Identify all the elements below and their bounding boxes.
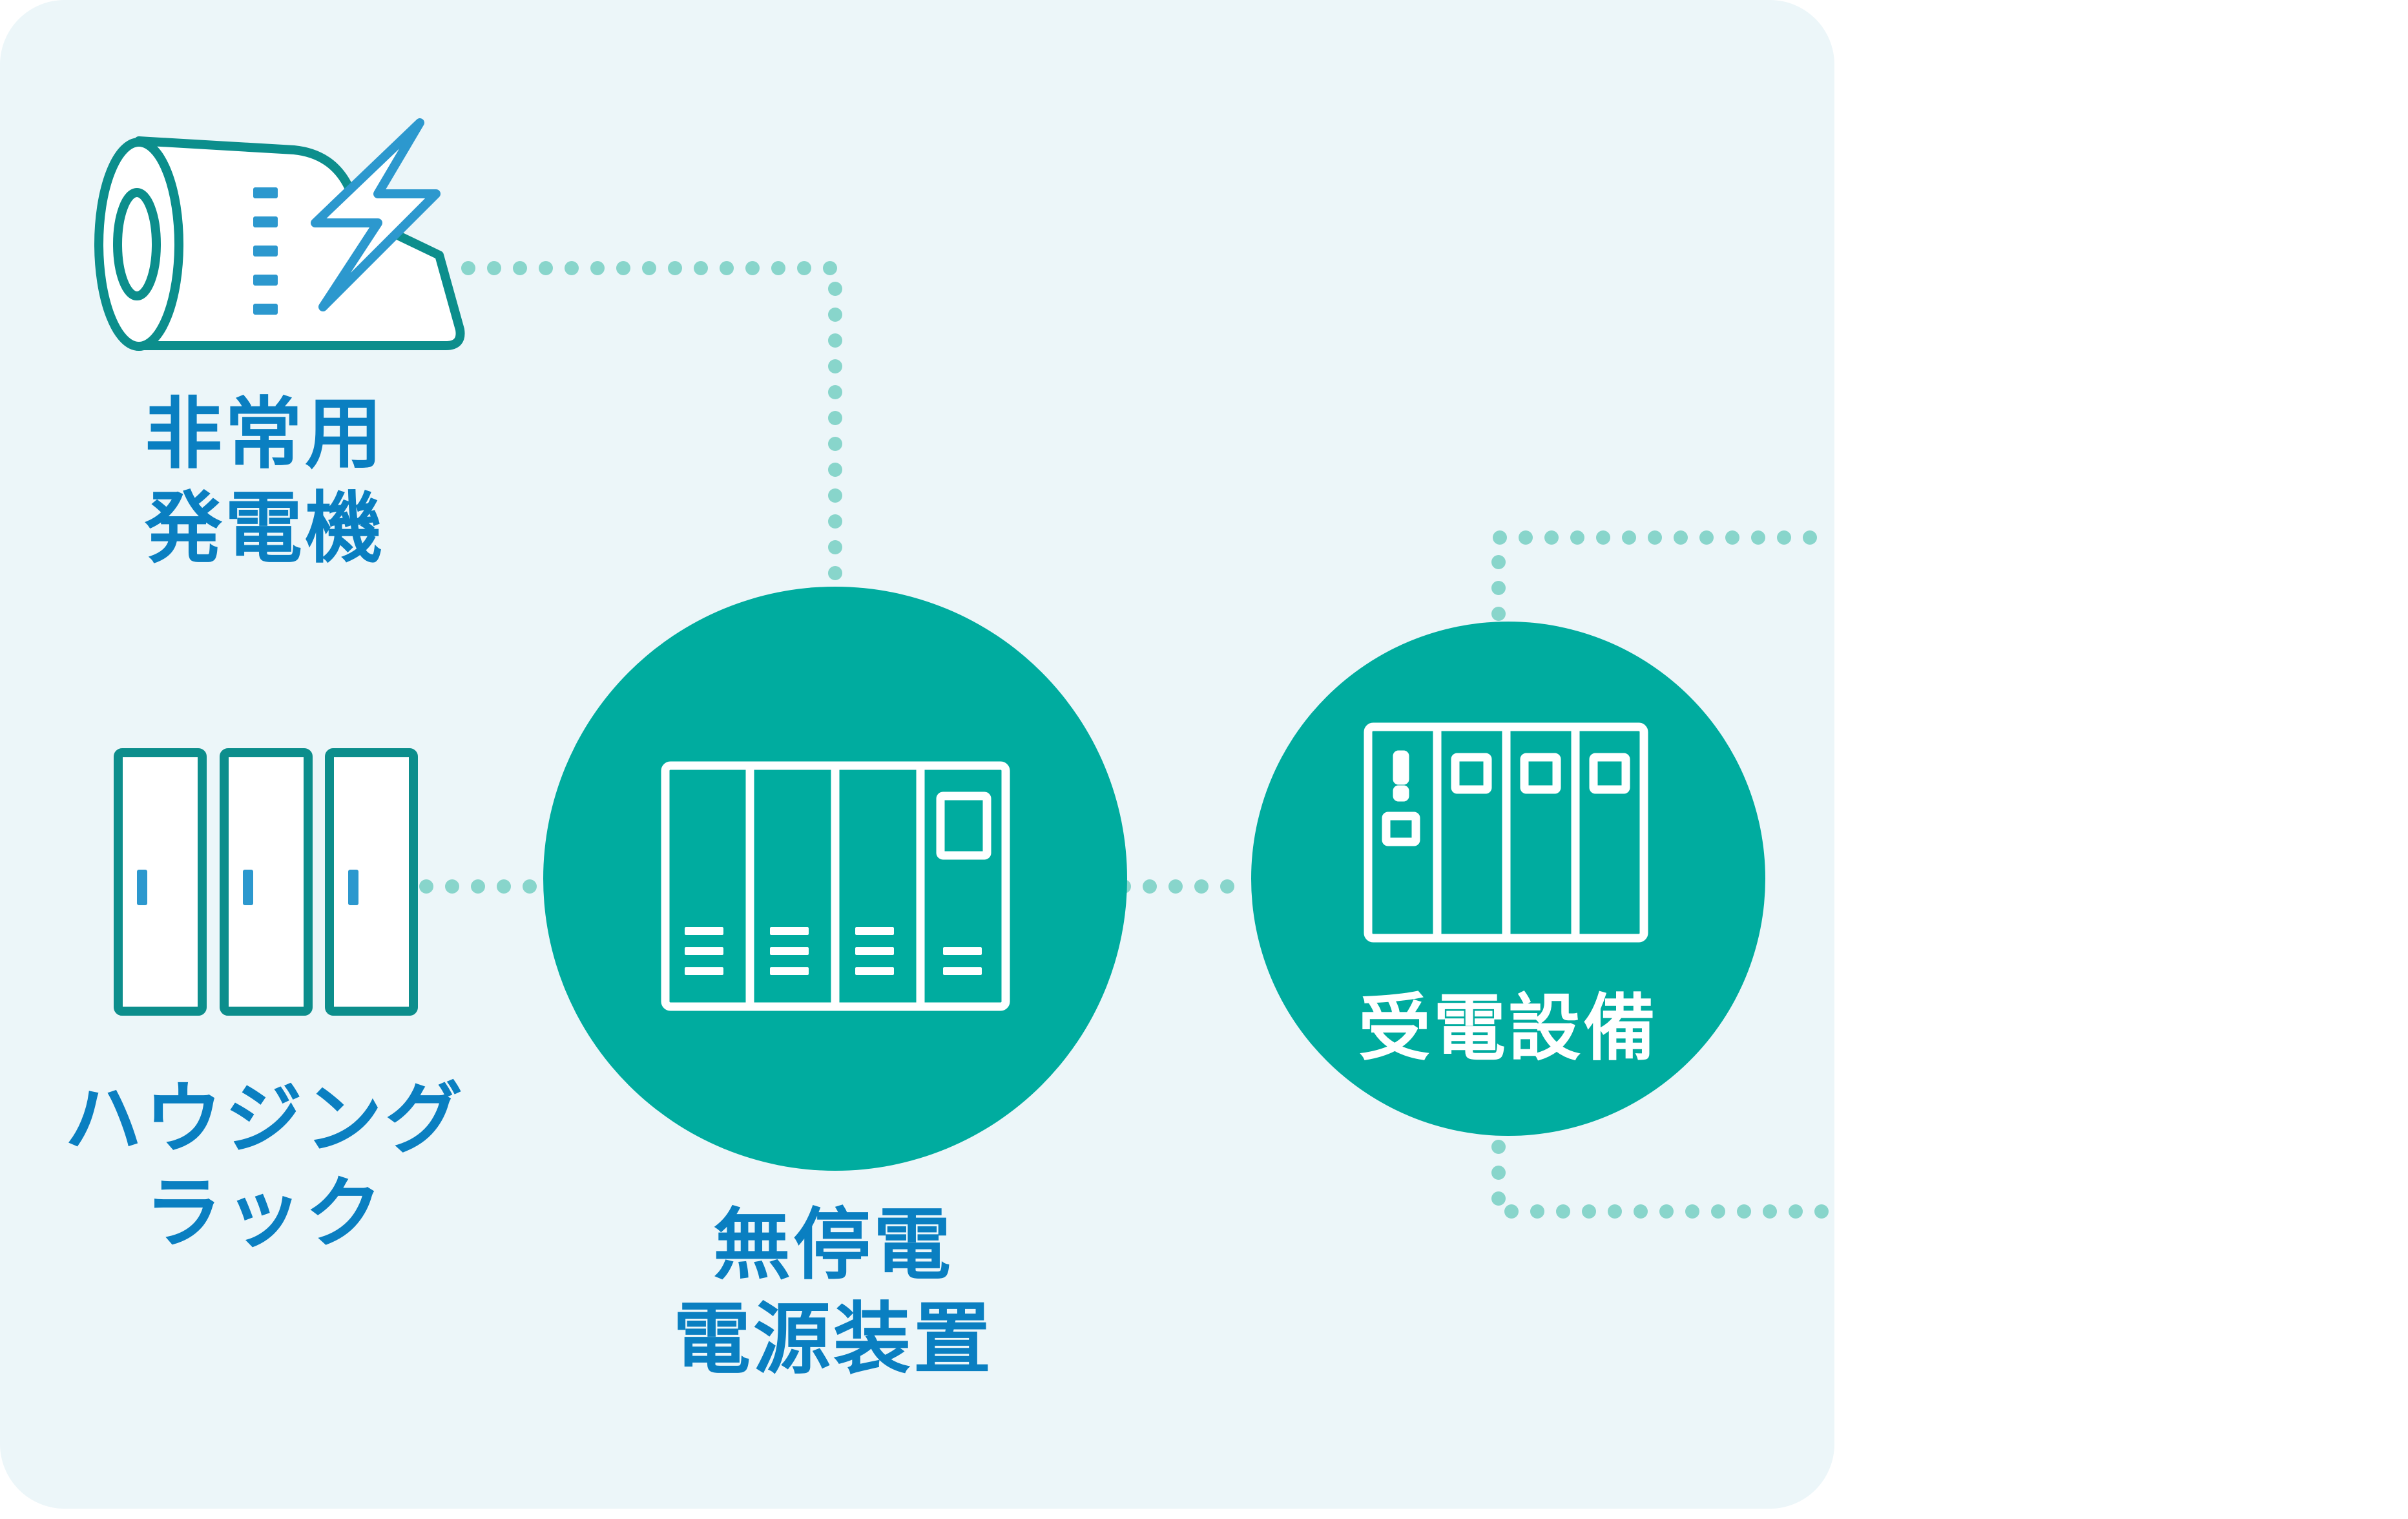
connector-substation-to-lower-feed — [1491, 1140, 1842, 1219]
substation-label: 受電設備 — [1358, 987, 1658, 1071]
housing-rack-label: ハウジング ラック — [65, 1074, 465, 1259]
switchgear-icon — [1364, 722, 1648, 943]
generator-icon — [94, 118, 465, 351]
connector-generator-to-ups — [461, 261, 842, 592]
ups-label: 無停電 電源装置 — [673, 1200, 993, 1385]
generator-label: 非常用 発電機 — [145, 390, 385, 574]
server-rack-icon — [114, 748, 418, 1016]
ups-cabinet-icon — [661, 761, 1010, 1011]
connector-substation-to-upper-feed — [1491, 530, 1842, 621]
